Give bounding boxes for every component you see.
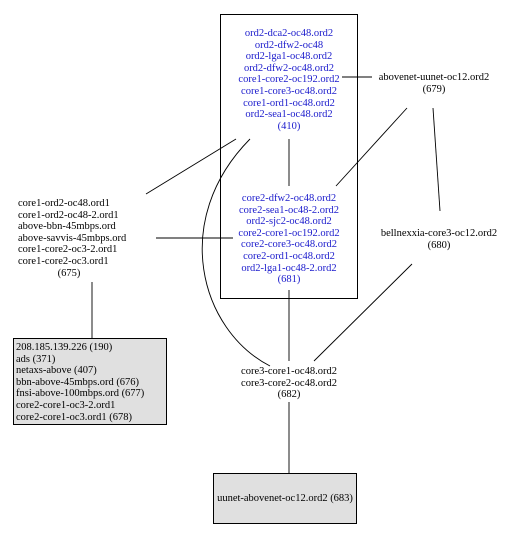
node-id: (675) [57, 267, 81, 279]
node-label: core2-core3-oc48.ord2 [241, 239, 337, 251]
node-681: core2-dfw2-oc48.ord2 core2-sea1-oc48-2.o… [221, 193, 357, 286]
edge-679-680 [432, 107, 441, 212]
node-label: bbn-above-45mbps.ord (676) [16, 376, 140, 388]
node-label: ads (371) [16, 353, 56, 365]
node-id: (681) [277, 274, 301, 286]
group-box-core [220, 14, 358, 299]
node-label: ord2-sea1-oc48.ord2 [245, 109, 333, 121]
node-label: 208.185.139.226 (190) [16, 342, 113, 353]
node-label: ord2-dfw2-oc48 [254, 39, 324, 51]
node-label: abovenet-uunet-oc12.ord2 [378, 72, 490, 83]
node-label: core2-dfw2-oc48.ord2 [241, 193, 337, 204]
node-label: core1-ord2-oc48-2.ord1 [18, 209, 119, 221]
node-label: bellnexxia-core3-oc12.ord2 [380, 228, 498, 239]
node-id: (680) [427, 239, 451, 251]
node-410: ord2-dca2-oc48.ord2 ord2-dfw2-oc48 ord2-… [221, 28, 357, 132]
node-680: bellnexxia-core3-oc12.ord2 (680) [366, 228, 512, 251]
node-label: core3-core1-oc48.ord2 [241, 366, 337, 377]
node-label: core2-core1-oc192.ord2 [238, 227, 340, 239]
edge-410-675 [145, 138, 237, 195]
node-label: above-savvis-45mbps.ord [18, 232, 127, 244]
node-label: uunet-abovenet-oc12.ord2 (683) [217, 492, 353, 504]
node-label: fnsi-above-100mbps.ord (677) [16, 388, 145, 400]
node-id: (410) [277, 120, 301, 132]
edge-680-682 [313, 263, 413, 362]
node-label: core1-ord1-oc48.ord2 [243, 97, 335, 109]
node-label: core2-sea1-oc48-2.ord2 [239, 204, 339, 216]
node-label: ord2-dfw2-oc48.ord2 [243, 62, 335, 74]
node-label: core3-core2-oc48.ord2 [241, 377, 337, 389]
node-label: core1-core2-oc3.ord1 [18, 255, 109, 267]
node-id: (682) [277, 389, 301, 401]
node-label: netaxs-above (407) [16, 365, 97, 377]
node-label: core1-core3-oc48.ord2 [241, 85, 337, 97]
node-675: core1-ord2-oc48.ord1 core1-ord2-oc48-2.o… [18, 198, 164, 279]
node-label: core2-core1-oc3.ord1 (678) [16, 411, 133, 423]
node-grey-bottom: uunet-abovenet-oc12.ord2 (683) [213, 473, 357, 524]
node-label: ord2-lga1-oc48-2.ord2 [241, 262, 337, 274]
node-label: core1-core2-oc192.ord2 [238, 74, 340, 86]
edge-410-682 [201, 138, 271, 367]
node-label: ord2-sjc2-oc48.ord2 [246, 216, 332, 228]
node-679: abovenet-uunet-oc12.ord2 (679) [366, 72, 502, 95]
node-grey-left: 208.185.139.226 (190) ads (371) netaxs-a… [13, 338, 167, 425]
node-label: ord2-lga1-oc48.ord2 [245, 51, 333, 63]
node-id: (679) [422, 83, 446, 95]
node-label: core2-core1-oc3-2.ord1 [16, 399, 116, 411]
node-682: core3-core1-oc48.ord2 core3-core2-oc48.o… [222, 366, 356, 401]
edge-679-681 [335, 107, 408, 187]
node-label: core2-ord1-oc48.ord2 [243, 250, 335, 262]
node-label: core1-core2-oc3-2.ord1 [18, 244, 118, 256]
node-label: ord2-dca2-oc48.ord2 [244, 28, 334, 39]
node-label: above-bbn-45mbps.ord [18, 221, 116, 233]
node-label: core1-ord2-oc48.ord1 [18, 198, 110, 209]
